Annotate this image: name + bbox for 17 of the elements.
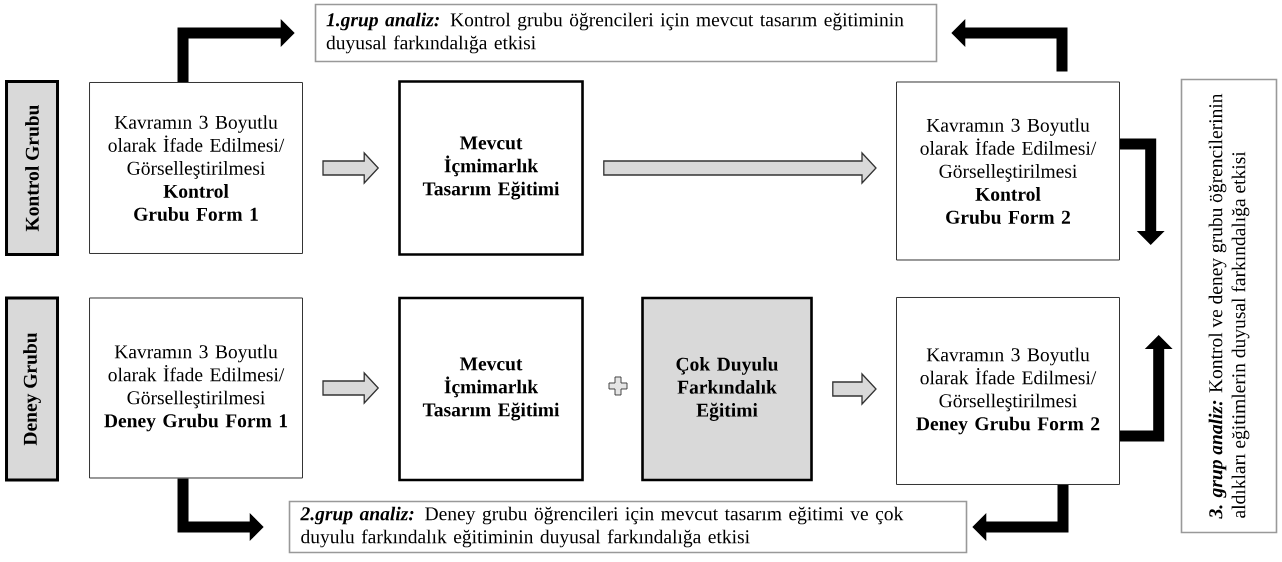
process-box: Mevcut İçmimarlık Tasarım Eğitimi xyxy=(398,296,584,482)
process-box: Çok Duyulu Farkındalık Eğitimi xyxy=(641,296,813,482)
process-box: Mevcut İçmimarlık Tasarım Eğitimi xyxy=(398,80,584,256)
process-box: Kavramın 3 Boyutlu olarak İfade Edilmesi/ Görselleştirilmesi Deney Grubu Form 1 xyxy=(89,297,303,479)
process-box: Kavramın 3 Boyutlu olarak İfade Edilmesi/ Görselleştirilmesi Kontrol Grubu Form 1 xyxy=(89,82,303,254)
arrow xyxy=(322,371,380,405)
analysis-box: 3. grup analiz: Kontrol ve deney grubu öğrencilerinin aldıkları eğitimlerin duyusal farkındalığa etkisi xyxy=(1180,78,1278,534)
group-label: Kontrol Grubu xyxy=(5,80,59,256)
process-box: Kavramın 3 Boyutlu olarak İfade Edilmesi/ Görselleştirilmesi Deney Grubu Form 2 xyxy=(896,297,1120,485)
process-box: Kavramın 3 Boyutlu olarak İfade Edilmesi/ Görselleştirilmesi Kontrol Grubu Form 2 xyxy=(896,81,1120,261)
analysis-box: 1.grup analiz: Kontrol grubu öğrencileri için mevcut tasarım eğitiminin duyusal farkındalığa etkisi xyxy=(314,3,938,63)
group-label: Deney Grubu xyxy=(5,296,59,482)
arrow xyxy=(322,151,380,185)
arrow xyxy=(1120,138,1165,245)
arrow xyxy=(832,372,877,406)
analysis-box: 2.grup analiz: Deney grubu öğrencileri için mevcut tasarım eğitimi ve çok duyulu farkındalık eğitiminin duyusal farkındalığa etkisi xyxy=(288,500,968,554)
arrow xyxy=(603,151,877,185)
